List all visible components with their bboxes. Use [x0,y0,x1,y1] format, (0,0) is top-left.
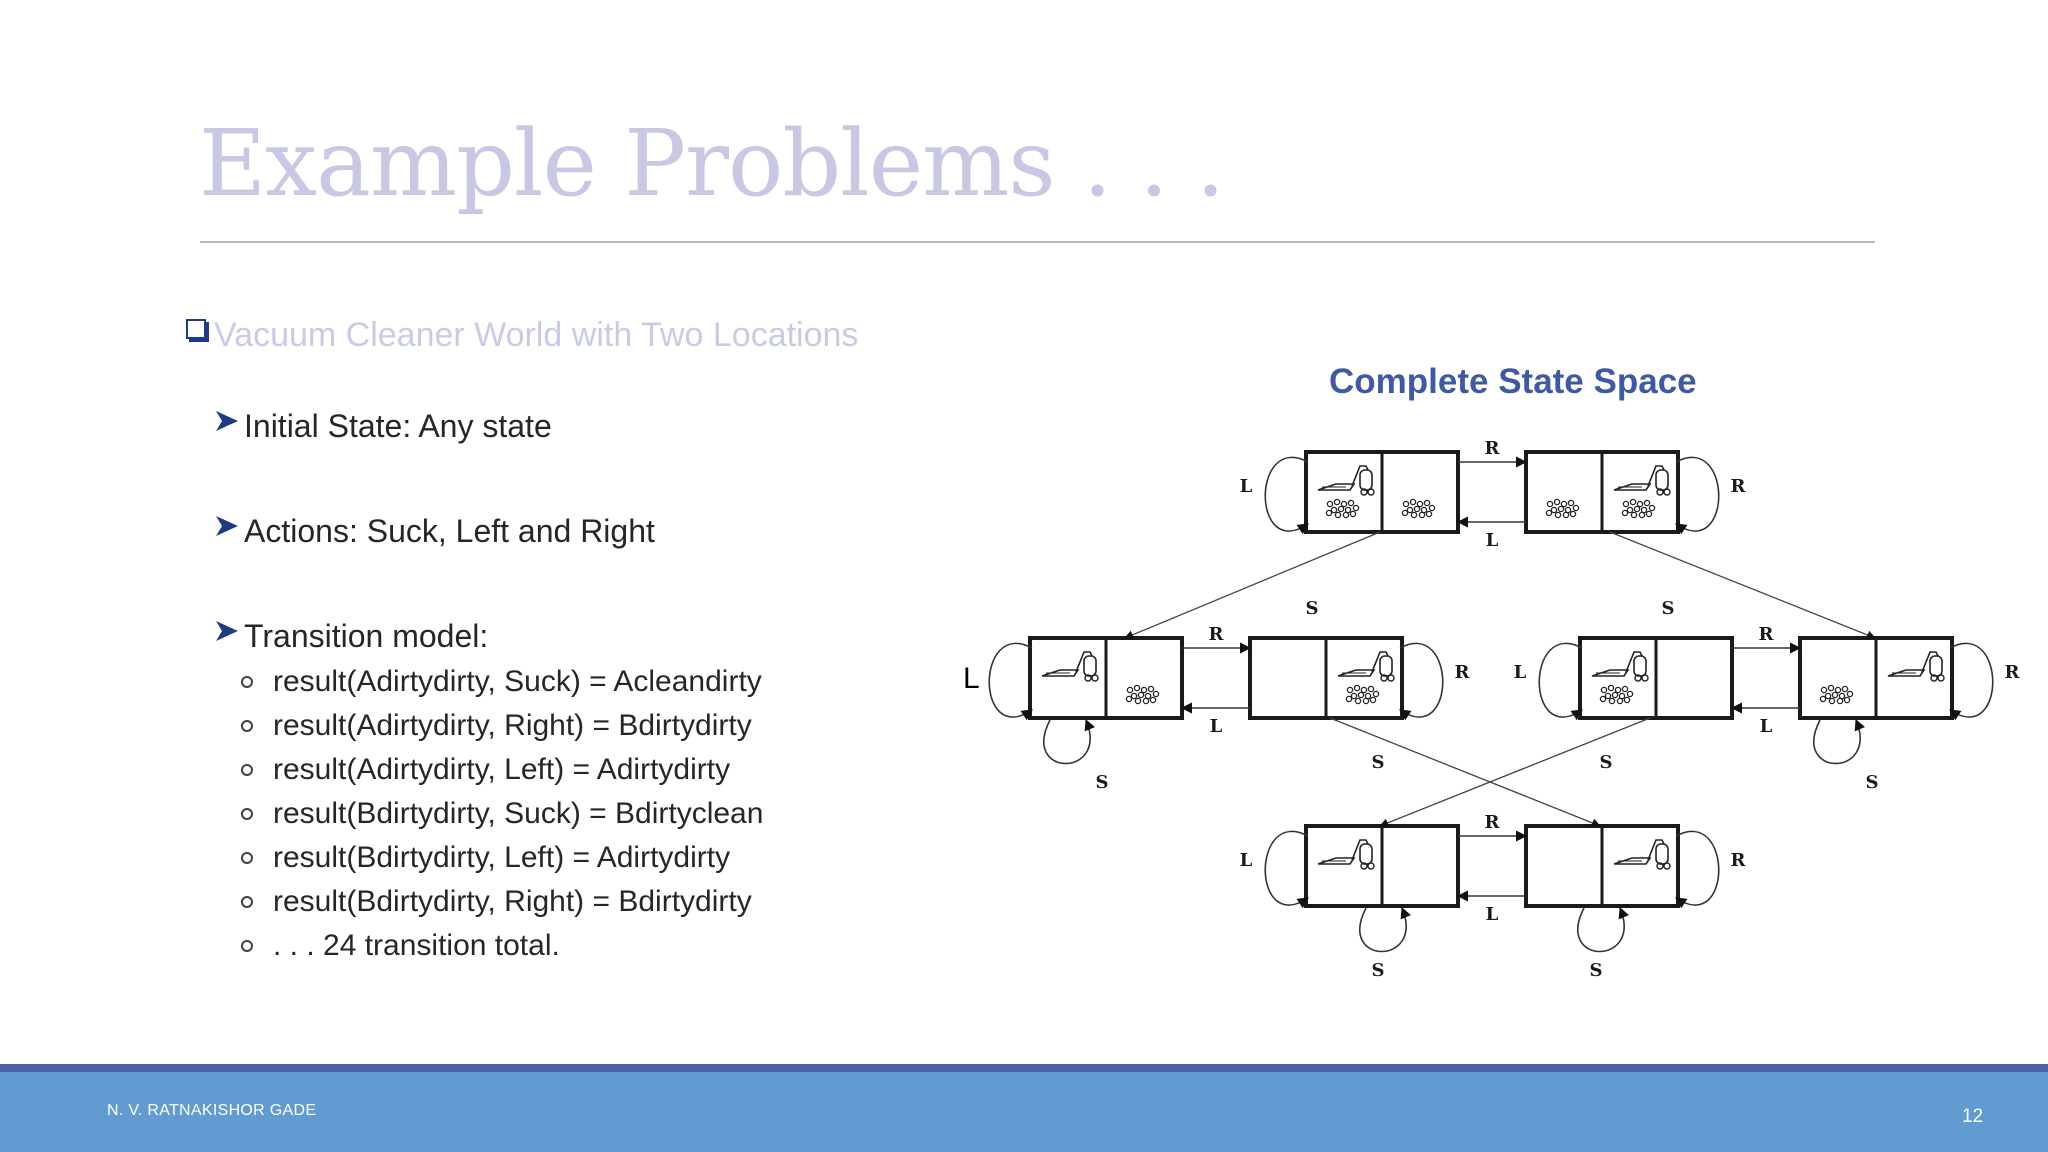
action-label: S [1600,752,1613,773]
circle-bullet-icon [241,940,253,952]
self-loop-right [1676,831,1719,905]
self-loop-left [1265,457,1308,531]
suck-transition [1610,532,1875,638]
self-loop-left [1265,831,1308,905]
circle-bullet-icon [241,764,253,776]
slide-title: Example Problems . . . [199,110,1224,217]
self-loop-suck [1360,908,1406,952]
circle-bullet-icon [241,808,253,820]
transition-item: result(Adirtydirty, Suck) = Acleandirty [241,665,762,699]
action-label: S [1590,960,1603,981]
diagram-title: Complete State Space [1329,362,1697,402]
action-label: S [1372,960,1385,981]
transition-item: result(Bdirtydirty, Right) = Bdirtydirty [241,885,752,919]
action-label: L [1486,530,1499,551]
action-label: R [2005,662,2021,683]
action-label: R [1731,476,1747,497]
action-label: S [1096,772,1109,793]
section-label: Vacuum Cleaner World with Two Locations [214,316,858,355]
action-label: L [1514,662,1527,683]
action-label: L [1240,850,1253,871]
action-label: L [1240,476,1253,497]
action-label: S [1662,598,1675,619]
action-label: R [1455,662,1471,683]
bullet-transition-model: Transition model: [216,618,488,655]
action-label: S [1866,772,1879,793]
self-loop-right [1950,643,1993,717]
bullet-label: Transition model: [244,618,488,655]
action-label: L [1486,904,1499,925]
action-label: R [1485,812,1501,833]
arrow-bullet-icon [216,409,238,433]
action-label: R [1209,624,1225,645]
action-label: L [1760,716,1773,737]
footer-accent-line [0,1064,2048,1072]
transition-item: result(Adirtydirty, Right) = Bdirtydirty [241,709,752,743]
self-loop-left [989,643,1032,717]
checkbox-bullet-icon [186,319,210,343]
arrow-bullet-icon [216,514,238,538]
action-label: R [1731,850,1747,871]
transition-item: result(Bdirtydirty, Suck) = Bdirtyclean [241,797,763,831]
transition-item: . . . 24 transition total. [241,929,560,963]
circle-bullet-icon [241,852,253,864]
bullet-initial-state: Initial State: Any state [216,408,552,445]
circle-bullet-icon [241,896,253,908]
section-heading: Vacuum Cleaner World with Two Locations [186,316,858,355]
footer-author: N. V. RATNAKISHOR GADE [107,1102,316,1120]
action-label: L [1210,716,1223,737]
self-loop-right [1676,457,1719,531]
arrow-bullet-icon [216,619,238,643]
action-label: S [1372,752,1385,773]
action-label: R [1759,624,1775,645]
self-loop-suck [1814,720,1860,764]
self-loop-suck [1578,908,1624,952]
bullet-actions: Actions: Suck, Left and Right [216,513,655,550]
suck-transition [1125,532,1380,638]
bullet-label: Initial State: Any state [244,408,552,445]
self-loop-left [1539,643,1582,717]
bullet-label: Actions: Suck, Left and Right [244,513,655,550]
self-loop-right [1400,643,1443,717]
action-label: R [1485,438,1501,459]
circle-bullet-icon [241,720,253,732]
transition-item: result(Adirtydirty, Left) = Adirtydirty [241,753,730,787]
self-loop-suck [1044,720,1090,764]
transition-item: result(Bdirtydirty, Left) = Adirtydirty [241,841,730,875]
circle-bullet-icon [241,676,253,688]
suck-transition [1330,718,1600,826]
title-divider [200,241,1875,243]
state-space-diagram: R L L R R L S R R L L S R R L L R S S S S S S [960,430,2040,1000]
action-label: S [1306,598,1319,619]
page-number: 12 [1962,1106,1983,1128]
